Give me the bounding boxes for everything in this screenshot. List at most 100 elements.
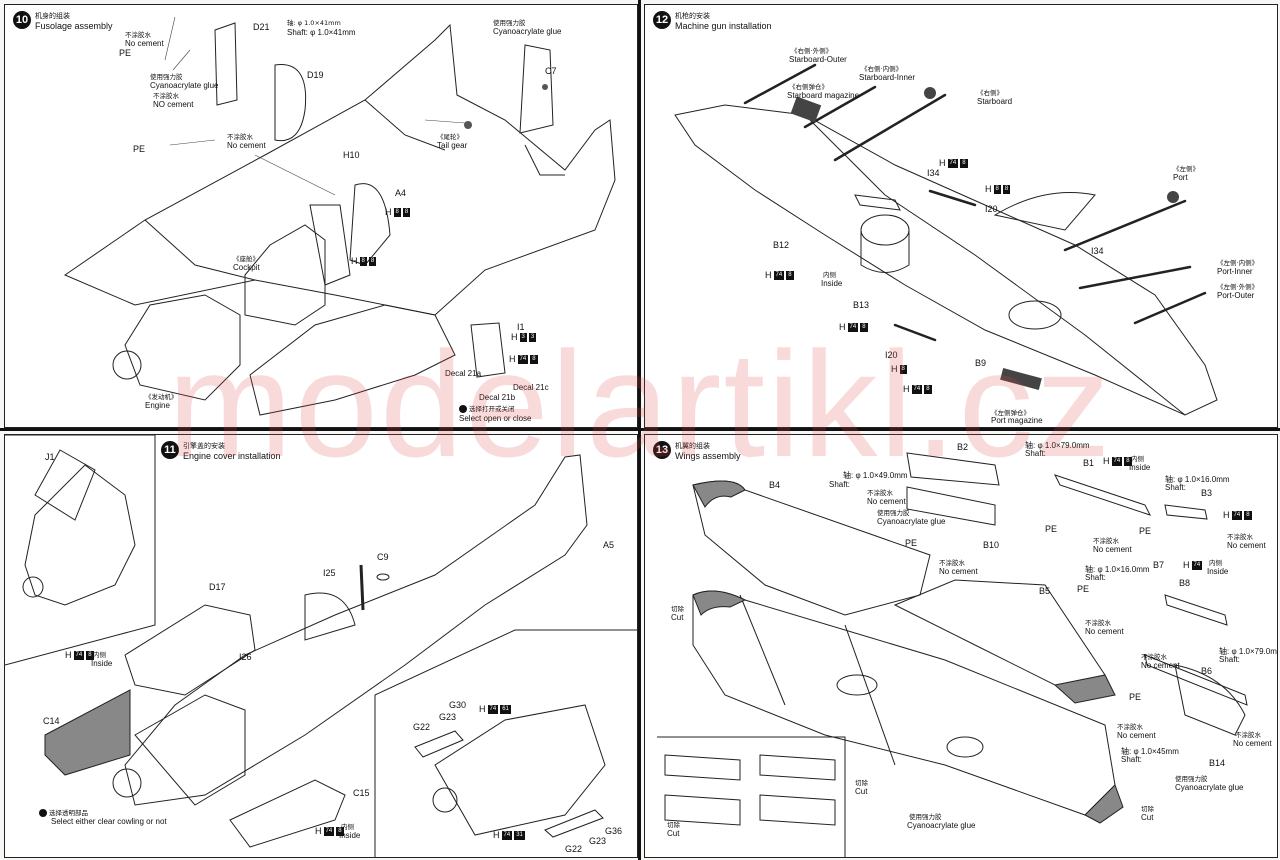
label-pm-cn: 《左侧弹仓》	[991, 409, 1030, 417]
label-si-cn: 《右侧·内侧》	[861, 65, 903, 73]
label-b2: B2	[957, 442, 969, 452]
attention-icon	[459, 405, 467, 413]
label-inside-2: Inside	[1207, 567, 1229, 576]
label-shaft: Shaft:	[829, 480, 850, 489]
label-sb-cn: 《右侧》	[977, 89, 1003, 97]
label-b13: B13	[853, 300, 870, 310]
label-no-cement-4: No cement	[1227, 541, 1266, 550]
label-decal-21a: Decal 21a	[445, 369, 482, 378]
label-inside-2: Inside	[339, 831, 361, 840]
label-i20-b: I20	[885, 350, 898, 360]
step-11-header: 11 引擎盖的安装 Engine cover installation	[161, 441, 281, 461]
label-b9: B9	[975, 358, 987, 368]
horizontal-divider	[0, 428, 1280, 431]
label-no-cement-cn-3: 不涂胶水	[1093, 537, 1119, 545]
label-shaft-5: Shaft:	[1219, 655, 1240, 664]
label-no-cement-2: NO cement	[153, 100, 194, 109]
label-select-cowling: Select either clear cowling or not	[51, 817, 167, 826]
step-number: 13	[653, 441, 671, 459]
label-pi-cn: 《左侧·内侧》	[1217, 259, 1259, 267]
label-so-cn: 《右侧·外侧》	[791, 47, 833, 55]
label-g30: G30	[449, 700, 467, 710]
label-shaft-4: Shaft:	[1085, 573, 1106, 582]
label-inside-cn: 内侧	[823, 271, 836, 279]
machine-gun-drawing	[674, 63, 1218, 416]
label-select-open-close: Select open or close	[459, 414, 532, 423]
label-a5: A5	[603, 540, 615, 550]
label-decal-21b: Decal 21b	[479, 393, 516, 402]
label-shaft-49: 轴: φ 1.0×49.0mm	[843, 471, 908, 480]
step-title: Engine cover installation	[183, 451, 281, 461]
label-decal-21c: Decal 21c	[513, 383, 549, 392]
label-d17: D17	[209, 582, 226, 592]
label-b10: B10	[983, 540, 1000, 550]
engine-cover-drawing	[5, 435, 637, 857]
label-pe-1: PE	[905, 538, 918, 548]
label-cyano-cn-3: 使用强力胶	[909, 813, 942, 821]
label-b4: B4	[769, 480, 781, 490]
label-b3: B3	[1201, 488, 1213, 498]
label-select-cn: 选择打开或关闭	[459, 405, 515, 414]
label-pe-1: PE	[119, 48, 132, 58]
step-10-header: 10 机身的组装 Fusolage assembly	[13, 11, 113, 31]
label-port-inner: Port-Inner	[1217, 267, 1253, 276]
label-shaft-45: 轴: φ 1.0×45mm	[1121, 747, 1179, 756]
label-no-cement: No cement	[125, 39, 164, 48]
step-10-panel: 10 机身的组装 Fusolage assembly 不涂胶水 No cemen…	[4, 4, 638, 428]
label-cut-cn-3: 切除	[855, 779, 868, 787]
label-i34-b: I34	[1091, 246, 1104, 256]
label-engine: Engine	[145, 401, 170, 410]
label-cyano: Cyanoacrylate glue	[150, 81, 219, 90]
label-c9: C9	[377, 552, 389, 562]
step-number: 12	[653, 11, 671, 29]
label-port-outer: Port-Outer	[1217, 291, 1255, 300]
label-i26: I26	[239, 652, 252, 662]
label-pe-3: PE	[1139, 526, 1152, 536]
label-engine-cn: 《发动机》	[145, 393, 178, 401]
label-c15: C15	[353, 788, 370, 798]
label-b12: B12	[773, 240, 790, 250]
label-no-cement-cn: 不涂胶水	[125, 31, 151, 39]
label-no-cement-cn-4: 不涂胶水	[1227, 533, 1253, 541]
step-number: 11	[161, 441, 179, 459]
label-g23-b: G23	[589, 836, 607, 846]
label-h10: H10	[343, 150, 360, 160]
label-i25: I25	[323, 568, 336, 578]
label-b14: B14	[1209, 758, 1226, 768]
label-i34-a: I34	[927, 168, 940, 178]
label-b7: B7	[1153, 560, 1165, 570]
label-select-cn: 选择透明部品	[39, 809, 88, 818]
label-cyano-cn-2: 使用强力胶	[493, 19, 526, 27]
label-cockpit-cn: 《座舱》	[233, 255, 259, 263]
label-pe-2: PE	[1045, 524, 1058, 534]
label-no-cement-cn-5: 不涂胶水	[1085, 619, 1111, 627]
label-inside: Inside	[91, 659, 113, 668]
label-d21: D21	[253, 22, 270, 32]
label-shaft-79b: 轴: φ 1.0×79.0mm	[1219, 647, 1278, 656]
label-inside-cn-2: 内侧	[341, 823, 354, 831]
step-title-cn: 机身的组装	[35, 12, 70, 20]
label-no-cement-cn-3: 不涂胶水	[227, 133, 253, 141]
step-title-cn: 引擎盖的安装	[183, 442, 225, 450]
label-starboard-outer: Starboard-Outer	[789, 55, 847, 64]
label-g22-b: G22	[565, 844, 583, 854]
label-inside-cn-2: 内侧	[1209, 559, 1222, 567]
label-no-cement-5: No cement	[1085, 627, 1124, 636]
label-b8: B8	[1179, 578, 1191, 588]
label-no-cement-3: No cement	[227, 141, 266, 150]
label-shaft: Shaft: φ 1.0×41mm	[287, 28, 356, 37]
label-c14: C14	[43, 716, 60, 726]
label-pe-4: PE	[1077, 584, 1090, 594]
label-b1: B1	[1083, 458, 1095, 468]
label-no-cement-cn: 不涂胶水	[867, 489, 893, 497]
